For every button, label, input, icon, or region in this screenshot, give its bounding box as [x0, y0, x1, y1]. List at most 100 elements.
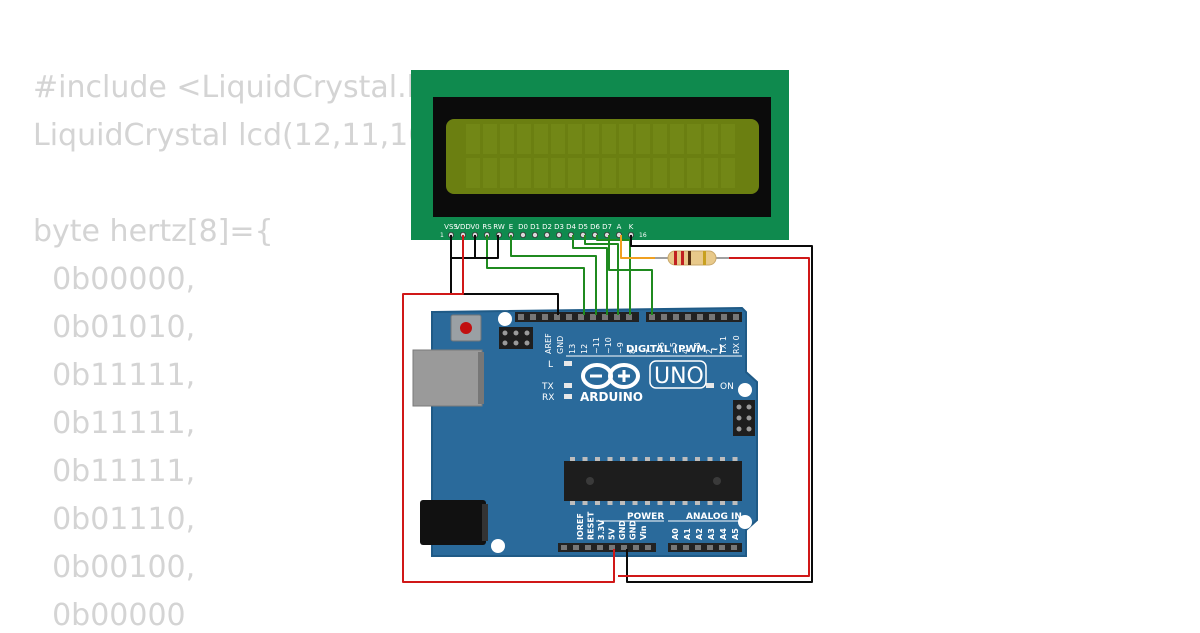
uno-model-text: UNO — [654, 364, 704, 389]
led-l — [564, 361, 572, 366]
digital-pin-hole[interactable] — [697, 314, 703, 320]
analog-header — [668, 543, 742, 552]
power-pin-hole[interactable] — [621, 545, 627, 550]
analog-in-label: ANALOG IN — [686, 512, 742, 522]
lcd-pin-label: D0 — [518, 223, 528, 231]
digital-pin-label: ~3 — [693, 342, 702, 354]
usb-connector-shadow — [478, 352, 484, 404]
digital-pin-hole[interactable] — [530, 314, 536, 320]
digital-pin-hole[interactable] — [685, 314, 691, 320]
lcd-char-cell — [704, 124, 718, 154]
digital-pin-hole[interactable] — [661, 314, 667, 320]
wire-resistor-5v[interactable] — [618, 257, 810, 577]
lcd-char-cell — [568, 124, 582, 154]
lcd-pin-label: V0 — [470, 223, 479, 231]
lcd-pin-first-label: 1 — [440, 232, 444, 239]
digital-pin-hole[interactable] — [709, 314, 715, 320]
analog-pin-hole[interactable] — [695, 545, 701, 550]
digital-pin-hole[interactable] — [566, 314, 572, 320]
lcd-char-cell — [517, 158, 531, 188]
digital-pin-label: 13 — [568, 344, 577, 354]
lcd-char-cell — [619, 158, 633, 188]
lcd-char-cell — [483, 158, 497, 188]
power-pin-label: GND — [618, 520, 627, 540]
digital-pin-label: 4 — [681, 349, 690, 354]
wire-vdd-5v[interactable] — [402, 235, 615, 583]
arduino-logo-text: ARDUINO — [580, 390, 643, 404]
digital-pin-hole[interactable] — [673, 314, 679, 320]
wire-d6[interactable] — [596, 235, 631, 315]
power-pin-label: IOREF — [576, 513, 585, 540]
digital-pin-hole[interactable] — [733, 314, 739, 320]
digital-pin-hole[interactable] — [626, 314, 632, 320]
digital-pin-hole[interactable] — [518, 314, 524, 320]
digital-pin-hole[interactable] — [590, 314, 596, 320]
wire-a-resistor[interactable] — [620, 235, 655, 259]
wire-d4[interactable] — [572, 235, 608, 315]
digital-pin-hole[interactable] — [602, 314, 608, 320]
lcd-char-cell — [636, 124, 650, 154]
led-tx — [564, 383, 572, 388]
digital-pin-hole[interactable] — [554, 314, 560, 320]
digital-pin-label: TX 1 — [719, 336, 728, 355]
analog-pin-hole[interactable] — [683, 545, 689, 550]
power-pin-hole[interactable] — [585, 545, 591, 550]
lcd-pin[interactable] — [532, 231, 539, 238]
power-pin-hole[interactable] — [609, 545, 615, 550]
digital-pin-label: 2 — [705, 349, 714, 354]
digital-pin-label: ~9 — [616, 342, 625, 354]
wire-vss-rw[interactable] — [451, 235, 499, 259]
power-pin-label: 3.3V — [597, 519, 606, 540]
lcd-char-cell — [585, 124, 599, 154]
power-pin-hole[interactable] — [561, 545, 567, 550]
mounting-hole — [498, 312, 512, 326]
wire-d5[interactable] — [584, 235, 619, 315]
analog-pin-hole[interactable] — [731, 545, 737, 550]
lcd-pin[interactable] — [556, 231, 563, 238]
lcd-char-cell — [500, 158, 514, 188]
lcd-pin-label: D7 — [602, 223, 612, 231]
wire-rs[interactable] — [486, 235, 585, 315]
power-pin-hole[interactable] — [573, 545, 579, 550]
lcd-char-cell — [568, 158, 582, 188]
lcd-char-cell — [653, 158, 667, 188]
digital-pin-hole[interactable] — [614, 314, 620, 320]
code-line-7: 0b11111, — [33, 358, 196, 393]
analog-pin-hole[interactable] — [707, 545, 713, 550]
wire-d7[interactable] — [608, 235, 653, 315]
lcd-pin-label: E — [509, 223, 513, 231]
power-pin-hole[interactable] — [633, 545, 639, 550]
lcd-pin-label: D4 — [566, 223, 576, 231]
lcd-char-cell — [466, 124, 480, 154]
digital-pin-hole[interactable] — [721, 314, 727, 320]
led-rx-label: RX — [542, 393, 554, 403]
lcd-char-cell — [517, 124, 531, 154]
lcd-char-cell — [500, 124, 514, 154]
mounting-hole — [491, 539, 505, 553]
digital-pin-hole[interactable] — [578, 314, 584, 320]
power-pin-hole[interactable] — [645, 545, 651, 550]
arduino-infinity-logo-icon — [581, 363, 640, 389]
analog-pin-hole[interactable] — [719, 545, 725, 550]
digital-pin-hole[interactable] — [649, 314, 655, 320]
analog-pin-hole[interactable] — [671, 545, 677, 550]
wire-e[interactable] — [510, 235, 597, 315]
lcd-char-cell — [704, 158, 718, 188]
wire-vss-gnd[interactable] — [450, 235, 559, 315]
digital-pin-label: RX 0 — [732, 335, 741, 354]
digital-pin-label: 12 — [580, 344, 589, 354]
lcd-char-cell — [687, 158, 701, 188]
lcd-pin[interactable] — [544, 231, 551, 238]
digital-pin-hole[interactable] — [542, 314, 548, 320]
analog-pin-label: A3 — [707, 528, 716, 540]
code-line-9: 0b11111, — [33, 454, 196, 489]
resistor[interactable] — [655, 250, 729, 266]
power-pin-hole[interactable] — [597, 545, 603, 550]
lcd-pin[interactable] — [520, 231, 527, 238]
lcd-char-cell — [551, 158, 565, 188]
power-label: POWER — [627, 512, 664, 522]
